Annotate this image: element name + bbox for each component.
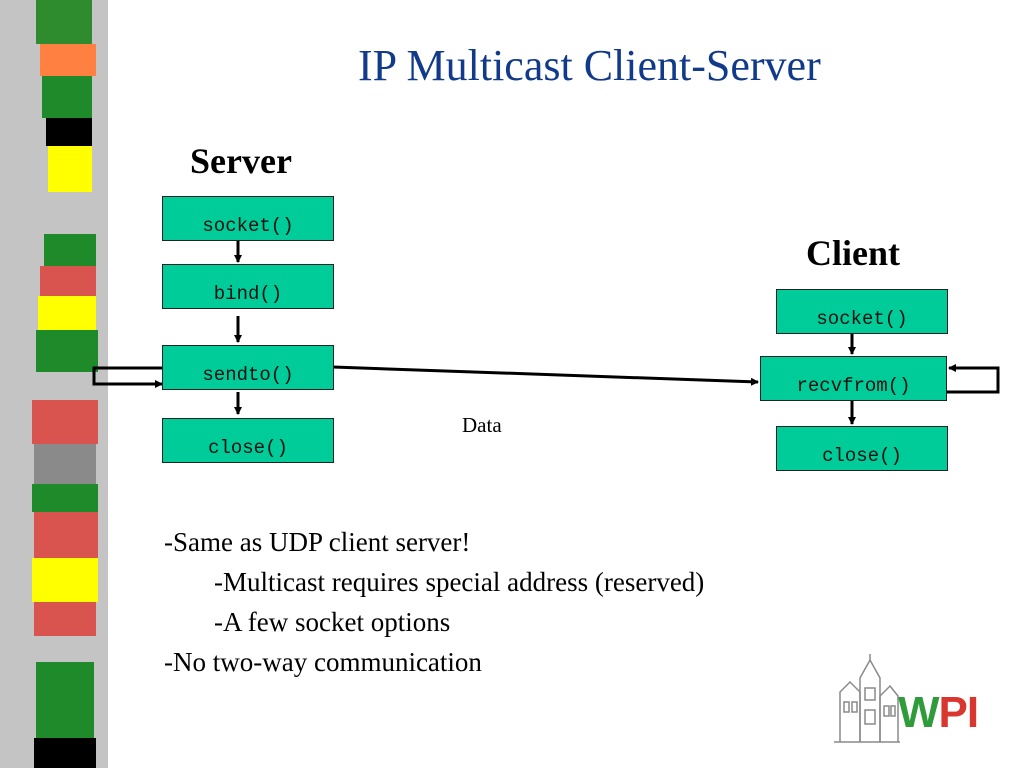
note-item: -No two-way communication [164,647,482,677]
stripe-segment [34,444,96,484]
data-edge-label: Data [462,413,502,437]
stripe-segment [36,662,94,738]
client-label: Client [806,233,900,273]
note-item: -A few socket options [214,607,451,637]
stripe-segment [34,512,98,558]
server-close-box: close() [162,418,334,463]
side-stripe [32,0,98,768]
data-arrow [332,365,759,386]
slide-title: IP Multicast Client-Server [358,41,821,90]
client-socket-box: socket() [776,289,948,334]
stripe-segment [36,330,98,372]
notes-list: -Same as UDP client server! -Multicast r… [164,522,704,682]
stripe-segment [32,484,98,512]
stripe-segment [46,118,92,146]
stripe-segment [34,602,96,636]
stripe-segment [48,146,92,192]
server-label: Server [190,141,292,181]
stripe-segment [36,0,92,44]
stripe-segment [44,234,96,266]
stripe-segment [32,558,98,602]
stripe-segment [32,400,98,444]
server-socket-box: socket() [162,196,334,241]
server-sendto-box: sendto() [162,345,334,390]
server-bind-box: bind() [162,264,334,309]
stripe-segment [38,296,96,330]
client-recvfrom-box: recvfrom() [760,356,947,401]
stripe-segment [42,76,92,118]
client-loop-arrow [947,364,1000,394]
server-loop-arrow [92,366,163,388]
stripe-segment [40,44,96,76]
stripe-segment [40,266,96,296]
note-item: -Same as UDP client server! [164,527,471,557]
wpi-logo: WPI [830,650,1010,760]
stripe-segment [34,738,96,768]
logo-wordmark: WPI [898,688,979,737]
client-close-box: close() [776,426,948,471]
building-icon [834,654,900,743]
note-item: -Multicast requires special address (res… [214,567,705,597]
